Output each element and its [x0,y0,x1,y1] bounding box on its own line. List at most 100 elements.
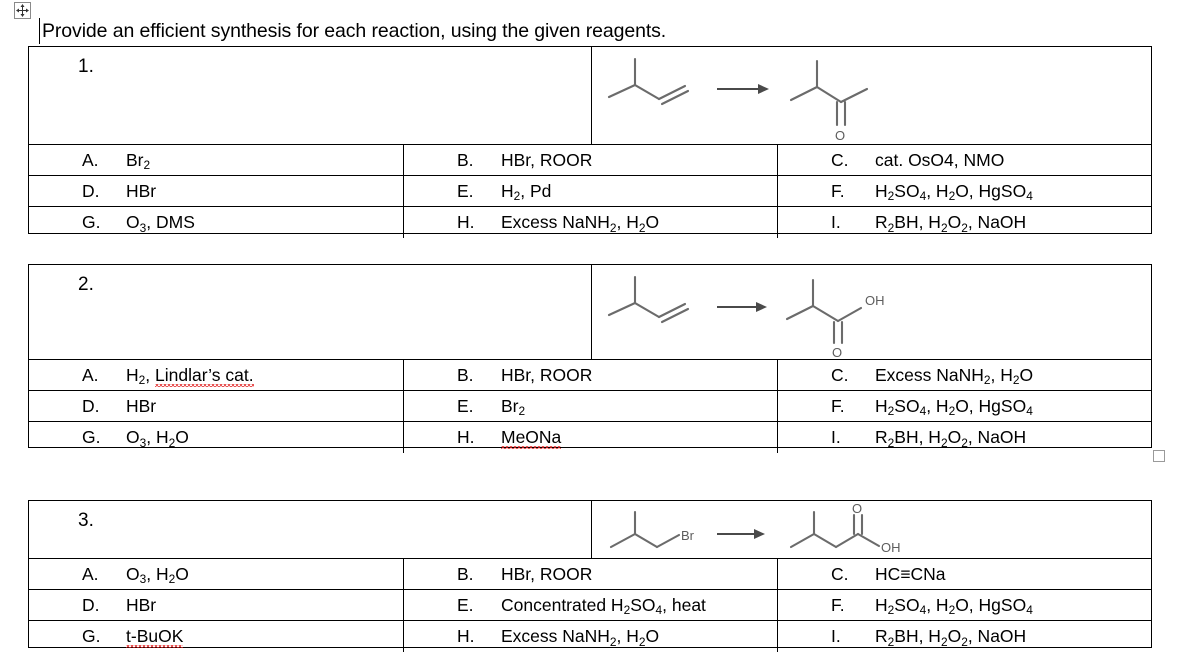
option-text: HBr [126,594,157,615]
question-header-row: 1. [29,47,1151,145]
option-text: HBr [126,395,157,416]
option-text: R2BH, H2O2, NaOH [875,212,1027,235]
atom-label-O: O [835,128,845,143]
atom-label-O: O [832,345,842,360]
option-label: I. [831,212,841,232]
option-label: I. [831,427,841,447]
option-label: B. [457,563,474,584]
option-cell-I[interactable]: I. R2BH, H2O2, NaOH [778,621,1151,652]
option-row: A.H2, Lindlar’s cat. B. HBr, ROOR C. Exces… [29,360,1151,391]
option-cell-G[interactable]: G.t-BuOK [29,621,404,652]
option-cell-F[interactable]: F. H2SO4, H2O, HgSO4 [778,590,1151,620]
reaction-scheme-1: O [595,47,1151,144]
option-text: MeONa [501,427,562,447]
reaction-arrow [717,84,769,94]
option-label: E. [457,594,474,615]
atom-label-Br: Br [681,528,695,543]
option-label: H. [457,626,475,646]
option-cell-G[interactable]: G.O3, DMS [29,207,404,238]
option-cell-G[interactable]: G. O3, H2O [29,422,404,453]
option-cell-H[interactable]: H.Excess NaNH2, H2O [404,621,778,652]
option-label: G. [82,427,101,447]
table-resize-handle-icon[interactable] [1153,450,1165,462]
option-cell-F[interactable]: F.H2SO4, H2O, HgSO4 [778,176,1151,206]
option-cell-B[interactable]: B. HBr, ROOR [404,360,778,390]
option-text: H2, Pd [501,180,552,204]
option-cell-E[interactable]: E.Concentrated H2SO4, heat [404,590,778,620]
reaction-arrow [717,529,765,539]
option-cell-D[interactable]: D.HBr [29,176,404,206]
option-text: R2BH, H2O2, NaOH [875,626,1027,649]
option-text: HBr, ROOR [501,364,593,385]
option-cell-A[interactable]: A.H2, Lindlar’s cat. [29,360,404,390]
question-header-row: 2. [29,265,1151,360]
option-text: O3, H2O [126,563,189,587]
option-cell-C[interactable]: C. HC≡CNa [778,559,1151,589]
option-label: A. [82,149,99,170]
question-table-1: 1. [28,46,1152,238]
option-row: D.HBr E.H2, Pd F.H2SO4, H2O, HgSO4 [29,176,1151,207]
option-cell-I[interactable]: I. R2BH, H2O2, NaOH [778,207,1151,238]
option-text: HBr, ROOR [501,563,593,584]
option-label: H. [457,427,475,447]
option-label: I. [831,626,841,646]
table-move-handle-icon[interactable] [14,2,31,19]
option-row: D.HBr E.Concentrated H2SO4, heat F. H2SO4… [29,590,1151,621]
option-label: G. [82,626,101,646]
question-table-3: 3. Br [28,500,1152,652]
text-caret [39,18,40,44]
option-label: F. [831,594,845,615]
option-text: H2SO4, H2O, HgSO4 [875,594,1033,618]
option-row: G.t-BuOK H.Excess NaNH2, H2O I. R2BH, H2O… [29,621,1151,652]
option-label: C. [831,364,849,385]
option-text: O3, DMS [126,212,195,235]
reaction-arrow [717,302,767,312]
option-text: Excess NaNH2, H2O [501,212,660,235]
page-title: Provide an efficient synthesis for each … [42,20,667,42]
option-cell-A[interactable]: A.O3, H2O [29,559,404,589]
atom-label-OH: OH [881,540,901,555]
option-cell-F[interactable]: F. H2SO4, H2O, HgSO4 [778,391,1151,421]
option-label: C. [831,149,849,170]
question-number: 2. [78,274,94,295]
option-cell-D[interactable]: D. HBr [29,391,404,421]
option-cell-H[interactable]: H. Excess NaNH2, H2O [404,207,778,238]
option-cell-H[interactable]: H. MeONa [404,422,778,453]
option-row: A. Br2 B. HBr, ROOR C.cat. OsO4, NMO [29,145,1151,176]
option-cell-C[interactable]: C.cat. OsO4, NMO [778,145,1151,175]
question-number: 3. [78,510,94,531]
option-label: B. [457,149,474,170]
option-text: HBr [126,180,157,201]
atom-label-O: O [852,501,862,516]
option-cell-A[interactable]: A. Br2 [29,145,404,175]
option-label: H. [457,212,475,232]
option-label: C. [831,563,849,584]
atom-label-OH: OH [865,293,885,308]
option-row: D. HBr E.Br2 F. H2SO4, H2O, HgSO4 [29,391,1151,422]
option-cell-E[interactable]: E.Br2 [404,391,778,421]
reaction-scheme-3: Br O OH [595,501,1151,558]
option-label: B. [457,364,474,385]
option-text: O3, H2O [126,427,189,450]
option-text: Br2 [126,149,151,173]
option-text: HC≡CNa [875,563,946,584]
question-number: 1. [78,56,94,77]
option-cell-D[interactable]: D.HBr [29,590,404,620]
option-text: Excess NaNH2, H2O [875,364,1034,388]
cell-divider [591,47,593,144]
option-text: H2SO4, H2O, HgSO4 [875,395,1033,419]
option-cell-C[interactable]: C. Excess NaNH2, H2O [778,360,1151,390]
option-cell-B[interactable]: B. HBr, ROOR [404,145,778,175]
option-text: R2BH, H2O2, NaOH [875,427,1027,450]
cell-divider [591,265,593,359]
option-text: H2, Lindlar’s cat. [126,364,254,388]
option-text: HBr, ROOR [501,149,593,170]
cell-divider [591,501,593,558]
option-cell-B[interactable]: B. HBr, ROOR [404,559,778,589]
option-cell-I[interactable]: I. R2BH, H2O2, NaOH [778,422,1151,453]
option-label: F. [831,395,845,416]
option-row: G.O3, DMS H. Excess NaNH2, H2O I. R2BH, H2… [29,207,1151,238]
option-cell-E[interactable]: E.H2, Pd [404,176,778,206]
option-label: D. [82,395,100,416]
